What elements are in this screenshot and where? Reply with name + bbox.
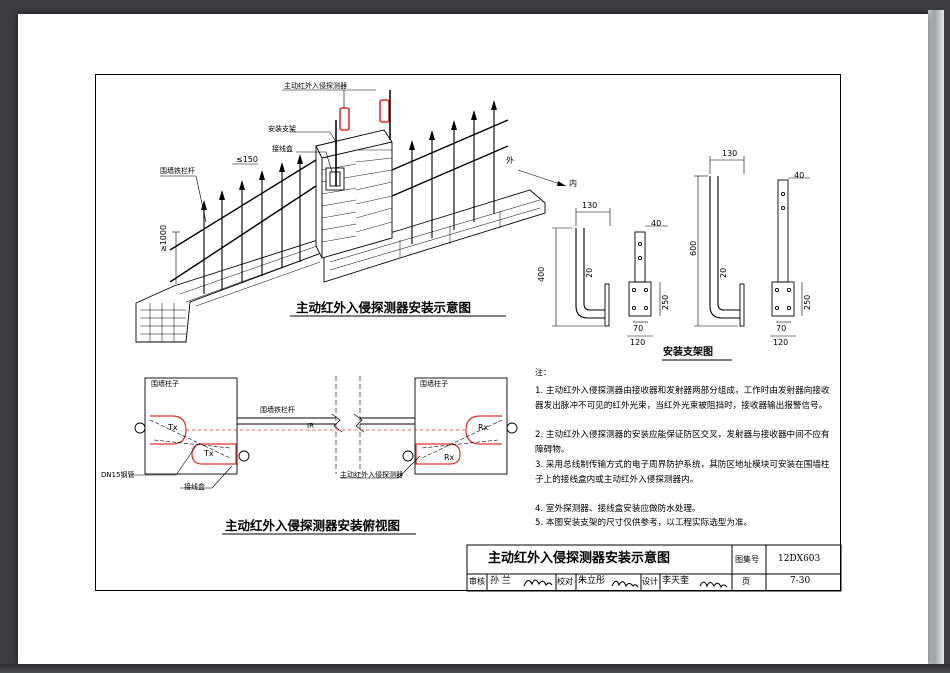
dim-short-height: 400 xyxy=(537,266,546,282)
titleblock-page-no: 7-30 xyxy=(790,576,811,586)
dim-tall-plate-height: 250 xyxy=(803,294,812,310)
titleblock-page-label: 页 xyxy=(742,577,750,586)
titleblock-atlas-no: 12DX603 xyxy=(778,554,821,564)
titleblock-review-label: 审核 xyxy=(469,577,485,586)
label-tx-2: Tx xyxy=(204,449,214,458)
label-tx-1: Tx xyxy=(168,423,178,432)
titleblock-title: 主动红外入侵探测器安装示意图 xyxy=(488,551,671,566)
dim-short-top: 130 xyxy=(582,201,598,210)
dim-spacing: ≤150 xyxy=(236,155,258,164)
label-detector-top: 主动红外入侵探测器 xyxy=(284,82,347,90)
notes-item-3: 3. 采用总线制传输方式的电子周界防护系统，其防区地址模块可安装在围墙柱子上的接… xyxy=(535,460,830,485)
dim-short-base-inner: 70 xyxy=(633,324,644,333)
dim-short-base-outer: 120 xyxy=(630,338,646,347)
bracket-drawings xyxy=(552,156,810,361)
label-post-left: 围墙柱子 xyxy=(151,380,179,388)
notes-item-4: 4. 室外探测器、接线盒安装应做防水处理。 xyxy=(535,504,701,514)
titleblock-review-name: 孙 兰 xyxy=(490,576,511,586)
dim-short-tube: 20 xyxy=(585,267,594,278)
titleblock-design-name: 李天奎 xyxy=(662,576,690,586)
label-outside: 外 xyxy=(506,156,514,165)
label-rx-1: Rx xyxy=(478,423,489,432)
bottom-bar xyxy=(0,664,950,673)
label-ir: IR xyxy=(307,422,314,430)
plan-view xyxy=(131,376,518,535)
notes-item-2: 2. 主动红外入侵探测器的安装应能保证防区交叉，发射器与接收器中间不应有障碍物。 xyxy=(535,430,830,455)
caption-bracket: 安装支架图 xyxy=(663,347,713,358)
label-junction-box: 接线盒 xyxy=(272,145,293,153)
dim-tall-base-outer: 120 xyxy=(773,338,789,347)
titleblock-check-label: 校对 xyxy=(557,577,573,586)
dim-height: ≥1000 xyxy=(159,224,168,252)
notes-item-5: 5. 本图安装支架的尺寸仅供参考，以工程实际选型为准。 xyxy=(535,518,753,528)
dim-tall-plate-width: 40 xyxy=(794,171,805,180)
dim-tall-tube: 20 xyxy=(719,267,728,278)
caption-perspective: 主动红外入侵探测器安装示意图 xyxy=(296,300,472,315)
title-block xyxy=(466,544,842,592)
label-plan-detector: 主动红外入侵探测器 xyxy=(340,471,403,479)
titleblock-atlas-label: 图集号 xyxy=(735,555,759,564)
titleblock-check-name: 朱立彤 xyxy=(578,576,606,586)
notes-item-1: 1. 主动红外入侵探测器由接收器和发射器两部分组成，工作时由发射器向接收器发出脉… xyxy=(535,386,830,411)
dim-tall-base-inner: 70 xyxy=(776,324,787,333)
label-bracket: 安装支架 xyxy=(268,125,296,133)
caption-plan: 主动红外入侵探测器安装俯视图 xyxy=(225,518,401,533)
label-rx-2: Rx xyxy=(444,453,455,462)
dim-short-plate-height: 250 xyxy=(661,294,670,310)
dim-tall-height: 600 xyxy=(689,240,698,256)
titleblock-design-label: 设计 xyxy=(642,577,658,586)
label-post-right: 围墙柱子 xyxy=(420,380,448,388)
label-pipe: DN15钢管 xyxy=(101,471,135,479)
label-plan-box: 接线盒 xyxy=(184,483,205,491)
signature-marks xyxy=(523,579,728,589)
dim-tall-top: 130 xyxy=(722,149,738,158)
label-railing: 围墙铁栏杆 xyxy=(160,167,195,175)
label-inside: 内 xyxy=(569,179,577,188)
notes-heading: 注： xyxy=(535,368,551,377)
fence-perspective xyxy=(135,89,567,343)
page-edge xyxy=(928,10,944,665)
dim-short-plate-width: 40 xyxy=(651,219,662,228)
label-plan-railing: 围墙铁栏杆 xyxy=(260,406,295,414)
